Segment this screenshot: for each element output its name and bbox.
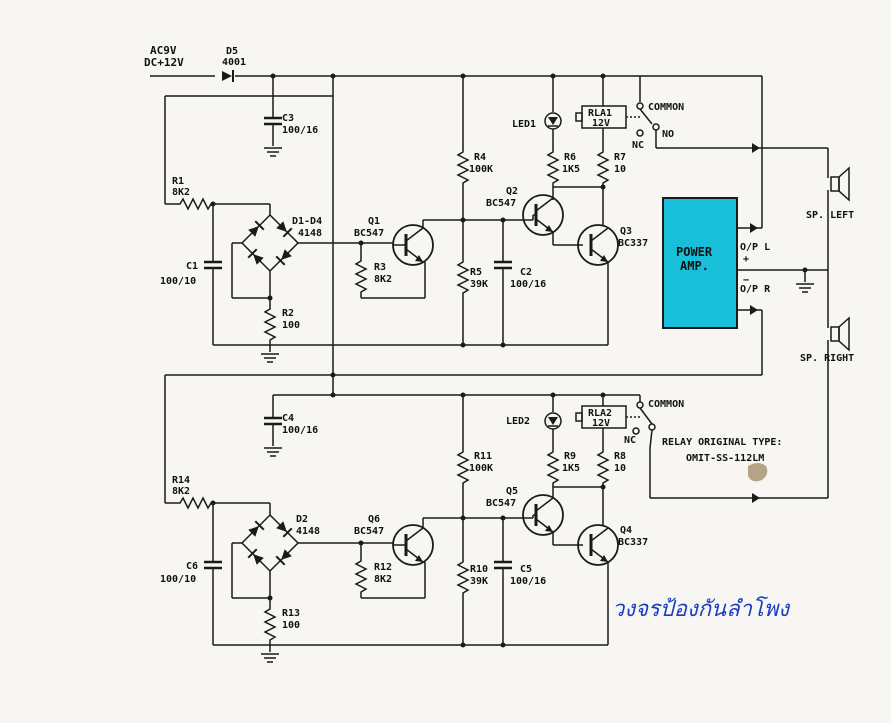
thai-caption: วงจรป้องกันลำโพง xyxy=(612,596,791,622)
r1-value: 8K2 xyxy=(172,187,190,198)
r5-label: R5 xyxy=(470,267,482,278)
relay-note-line1: RELAY ORIGINAL TYPE: xyxy=(662,437,782,448)
q6-value: BC547 xyxy=(354,526,384,537)
r10-label: R10 xyxy=(470,564,488,575)
c1-label: C1 xyxy=(186,261,198,272)
common2-label: COMMON xyxy=(648,399,684,410)
r12-label: R12 xyxy=(374,562,392,573)
r7-value: 10 xyxy=(614,164,626,175)
d1d4-value: 4148 xyxy=(298,228,322,239)
supply-label-ac: AC9V xyxy=(150,44,177,57)
r2-value: 100 xyxy=(282,320,300,331)
q3-label: Q3 xyxy=(620,226,632,237)
no1-label: NO xyxy=(662,129,674,140)
r10-value: 39K xyxy=(470,576,488,587)
minus-label: − xyxy=(743,275,749,286)
c3-value: 100/16 xyxy=(282,125,318,136)
q1-label: Q1 xyxy=(368,216,380,227)
r9-label: R9 xyxy=(564,451,576,462)
d2-label: D2 xyxy=(296,514,308,525)
c6-value: 100/10 xyxy=(160,574,196,585)
r5-value: 39K xyxy=(470,279,488,290)
c5-label: C5 xyxy=(520,564,532,575)
rla1-label: RLA1 xyxy=(588,108,612,119)
q4-value: BC337 xyxy=(618,537,648,548)
c1-value: 100/10 xyxy=(160,276,196,287)
r12-value: 8K2 xyxy=(374,574,392,585)
rla2-label: RLA2 xyxy=(588,408,612,419)
power-amp-title: POWER xyxy=(676,245,713,259)
common1-label: COMMON xyxy=(648,102,684,113)
q5-value: BC547 xyxy=(486,498,516,509)
q3-value: BC337 xyxy=(618,238,648,249)
power-amp-subtitle: AMP. xyxy=(680,259,709,273)
opr-label: O/P R xyxy=(740,284,771,295)
r3-value: 8K2 xyxy=(374,274,392,285)
c5-value: 100/16 xyxy=(510,576,546,587)
nc1-label: NC xyxy=(632,140,644,151)
r3-label: R3 xyxy=(374,262,386,273)
rla1-value: 12V xyxy=(592,118,610,129)
c3-label: C3 xyxy=(282,113,294,124)
r8-label: R8 xyxy=(614,451,626,462)
c2-value: 100/16 xyxy=(510,279,546,290)
r14-value: 8K2 xyxy=(172,486,190,497)
r2-label: R2 xyxy=(282,308,294,319)
r4-label: R4 xyxy=(474,152,486,163)
r8-value: 10 xyxy=(614,463,626,474)
r4-value: 100K xyxy=(469,164,493,175)
q4-label: Q4 xyxy=(620,525,632,536)
plus-label: + xyxy=(743,254,749,265)
led1-label: LED1 xyxy=(512,119,536,130)
r13-value: 100 xyxy=(282,620,300,631)
r7-label: R7 xyxy=(614,152,626,163)
r13-label: R13 xyxy=(282,608,300,619)
led2-label: LED2 xyxy=(506,416,530,427)
q1-value: BC547 xyxy=(354,228,384,239)
opl-label: O/P L xyxy=(740,242,770,253)
r14-label: R14 xyxy=(172,475,190,486)
nc2-label: NC xyxy=(624,435,636,446)
r6-label: R6 xyxy=(564,152,576,163)
supply-label-dc: DC+12V xyxy=(144,56,184,69)
d2-value: 4148 xyxy=(296,526,320,537)
d5-value: 4001 xyxy=(222,57,246,68)
r1-label: R1 xyxy=(172,176,184,187)
q6-label: Q6 xyxy=(368,514,380,525)
r9-value: 1K5 xyxy=(562,463,580,474)
rla2-value: 12V xyxy=(592,418,610,429)
q2-label: Q2 xyxy=(506,186,518,197)
r11-value: 100K xyxy=(469,463,493,474)
r6-value: 1K5 xyxy=(562,164,580,175)
speaker-right-label: SP. RIGHT xyxy=(800,353,854,364)
d1d4-label: D1-D4 xyxy=(292,216,322,227)
r11-label: R11 xyxy=(474,451,492,462)
c4-value: 100/16 xyxy=(282,425,318,436)
d5-label: D5 xyxy=(226,46,238,57)
c4-label: C4 xyxy=(282,413,294,424)
relay-note-line2: OMIT-SS-112LM xyxy=(686,453,764,464)
speaker-left-label: SP. LEFT xyxy=(806,210,854,221)
c6-label: C6 xyxy=(186,561,198,572)
c2-label: C2 xyxy=(520,267,532,278)
q5-label: Q5 xyxy=(506,486,518,497)
q2-value: BC547 xyxy=(486,198,516,209)
